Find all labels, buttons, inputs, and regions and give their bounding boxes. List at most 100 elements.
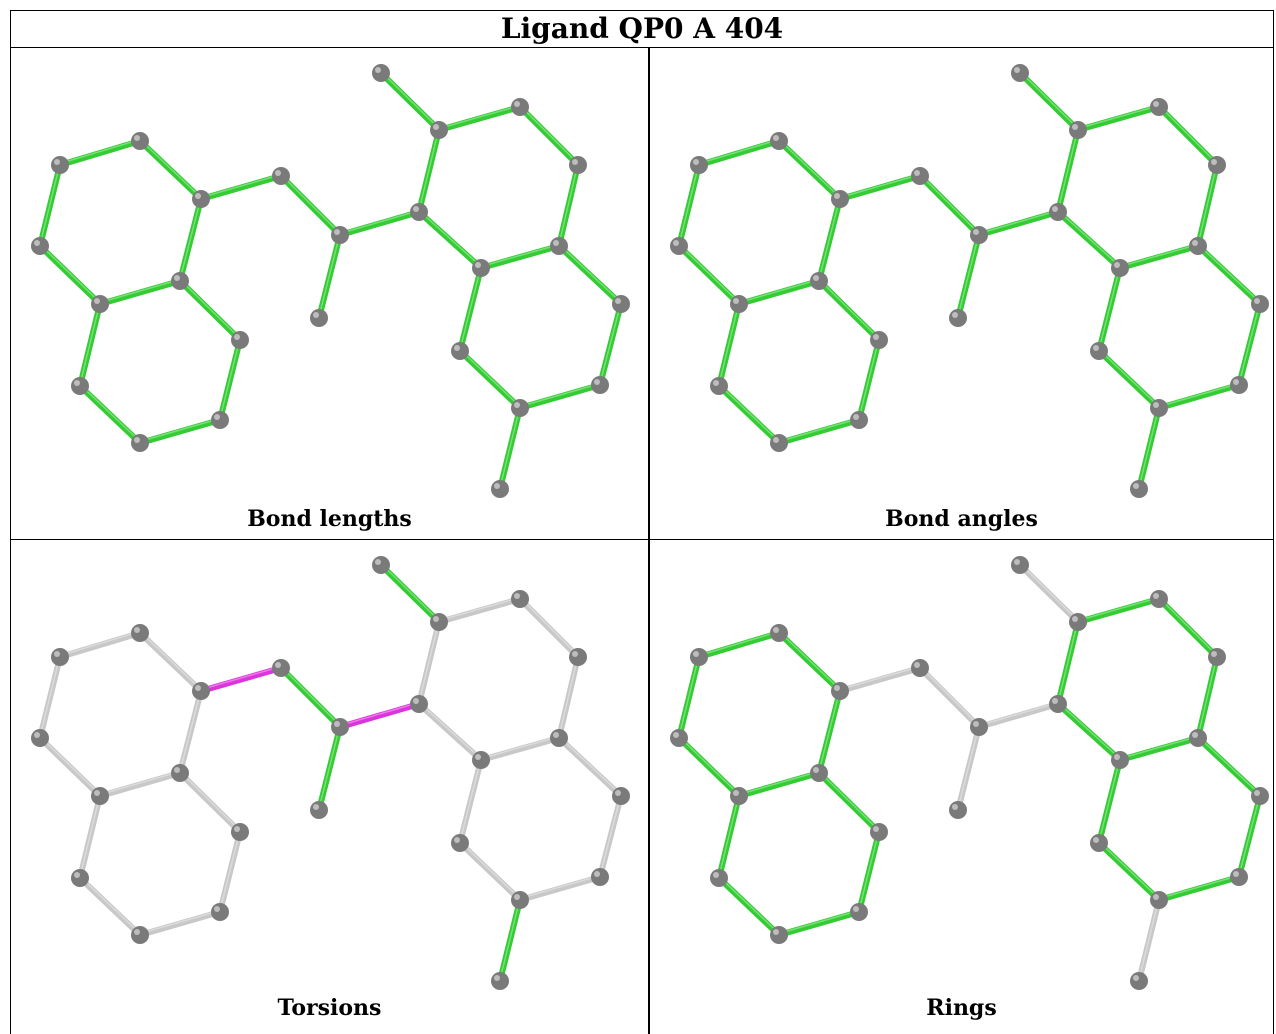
atom bbox=[690, 648, 708, 666]
atom-shine bbox=[733, 790, 739, 796]
bond-highlight bbox=[219, 338, 241, 419]
bond bbox=[696, 138, 782, 168]
atom bbox=[331, 718, 349, 736]
bond bbox=[517, 596, 581, 660]
atom bbox=[730, 787, 748, 805]
bond bbox=[1096, 265, 1123, 354]
atom-shine bbox=[74, 380, 80, 386]
atom bbox=[770, 434, 788, 452]
bond-highlight bbox=[1077, 596, 1160, 622]
atom bbox=[550, 729, 568, 747]
bond-highlight bbox=[99, 278, 181, 304]
bond-highlight bbox=[318, 233, 341, 317]
atom bbox=[372, 64, 390, 82]
atom bbox=[569, 156, 587, 174]
atom bbox=[1111, 259, 1129, 277]
atom bbox=[970, 718, 988, 736]
bond-highlight bbox=[1019, 70, 1079, 130]
bond bbox=[316, 232, 343, 321]
atom-shine bbox=[693, 651, 699, 657]
bond-highlight bbox=[480, 243, 560, 268]
bond-highlight bbox=[1057, 209, 1121, 268]
atom bbox=[831, 682, 849, 700]
bond bbox=[457, 840, 523, 903]
molecule-diagram bbox=[31, 64, 630, 498]
bond-highlight bbox=[678, 655, 700, 737]
bond bbox=[37, 162, 63, 249]
atom bbox=[1069, 613, 1087, 631]
atom-shine bbox=[433, 616, 439, 622]
atom bbox=[131, 926, 149, 944]
atom bbox=[831, 190, 849, 208]
atom bbox=[591, 868, 609, 886]
atom bbox=[911, 659, 929, 677]
atom-shine bbox=[54, 159, 60, 165]
bond-highlight bbox=[1197, 655, 1218, 737]
bond bbox=[1017, 70, 1081, 133]
bond bbox=[97, 770, 183, 799]
atom bbox=[131, 624, 149, 642]
bond-highlight bbox=[1197, 243, 1261, 304]
bond bbox=[556, 735, 624, 799]
bond-highlight bbox=[139, 138, 202, 199]
atom-shine bbox=[134, 929, 140, 935]
bond-highlight bbox=[718, 875, 780, 935]
atom bbox=[91, 787, 109, 805]
atom bbox=[810, 764, 828, 782]
bond bbox=[137, 417, 223, 446]
bond bbox=[77, 383, 143, 446]
atom-shine bbox=[214, 906, 220, 912]
bond bbox=[676, 162, 702, 249]
figure-title: Ligand QP0 A 404 bbox=[500, 12, 784, 45]
atom bbox=[51, 648, 69, 666]
bond-highlight bbox=[839, 173, 921, 199]
bond-highlight bbox=[698, 138, 780, 165]
panel-torsions: Torsions bbox=[10, 540, 649, 1034]
bond bbox=[1117, 243, 1201, 271]
atom bbox=[670, 237, 688, 255]
atom-shine bbox=[1133, 483, 1139, 489]
bond bbox=[337, 701, 422, 730]
atom-shine bbox=[275, 662, 281, 668]
atom bbox=[770, 926, 788, 944]
bond-highlight bbox=[678, 735, 740, 796]
bond-highlight bbox=[418, 701, 482, 760]
atom bbox=[192, 190, 210, 208]
atom bbox=[131, 434, 149, 452]
atom-shine bbox=[413, 206, 419, 212]
bond bbox=[736, 770, 822, 799]
bond-highlight bbox=[139, 417, 221, 443]
atom bbox=[511, 98, 529, 116]
bond bbox=[77, 793, 103, 881]
bond bbox=[597, 793, 624, 880]
bond-highlight bbox=[139, 909, 221, 935]
bond-highlight bbox=[438, 596, 521, 622]
bond-highlight bbox=[818, 278, 880, 340]
bond bbox=[517, 104, 581, 168]
atom bbox=[1230, 868, 1248, 886]
atom bbox=[770, 624, 788, 642]
atom-shine bbox=[834, 193, 840, 199]
atom-shine bbox=[1233, 379, 1239, 385]
bond bbox=[856, 337, 882, 423]
bond-highlight bbox=[778, 138, 841, 199]
bond bbox=[217, 829, 243, 915]
atom bbox=[850, 411, 868, 429]
bond-highlight bbox=[1057, 620, 1079, 703]
bond-highlight bbox=[519, 382, 601, 408]
bond bbox=[816, 770, 882, 835]
bond bbox=[976, 701, 1061, 730]
bond-highlight bbox=[459, 348, 521, 408]
atom-shine bbox=[773, 929, 779, 935]
atom-shine bbox=[475, 262, 481, 268]
atom bbox=[870, 331, 888, 349]
bond bbox=[556, 243, 624, 307]
atom-shine bbox=[334, 721, 340, 727]
bond bbox=[917, 173, 982, 238]
atom bbox=[710, 377, 728, 395]
atom bbox=[451, 342, 469, 360]
bond-highlight bbox=[59, 630, 141, 657]
bond bbox=[1136, 405, 1162, 492]
atom-shine bbox=[34, 732, 40, 738]
bond-highlight bbox=[139, 630, 202, 691]
